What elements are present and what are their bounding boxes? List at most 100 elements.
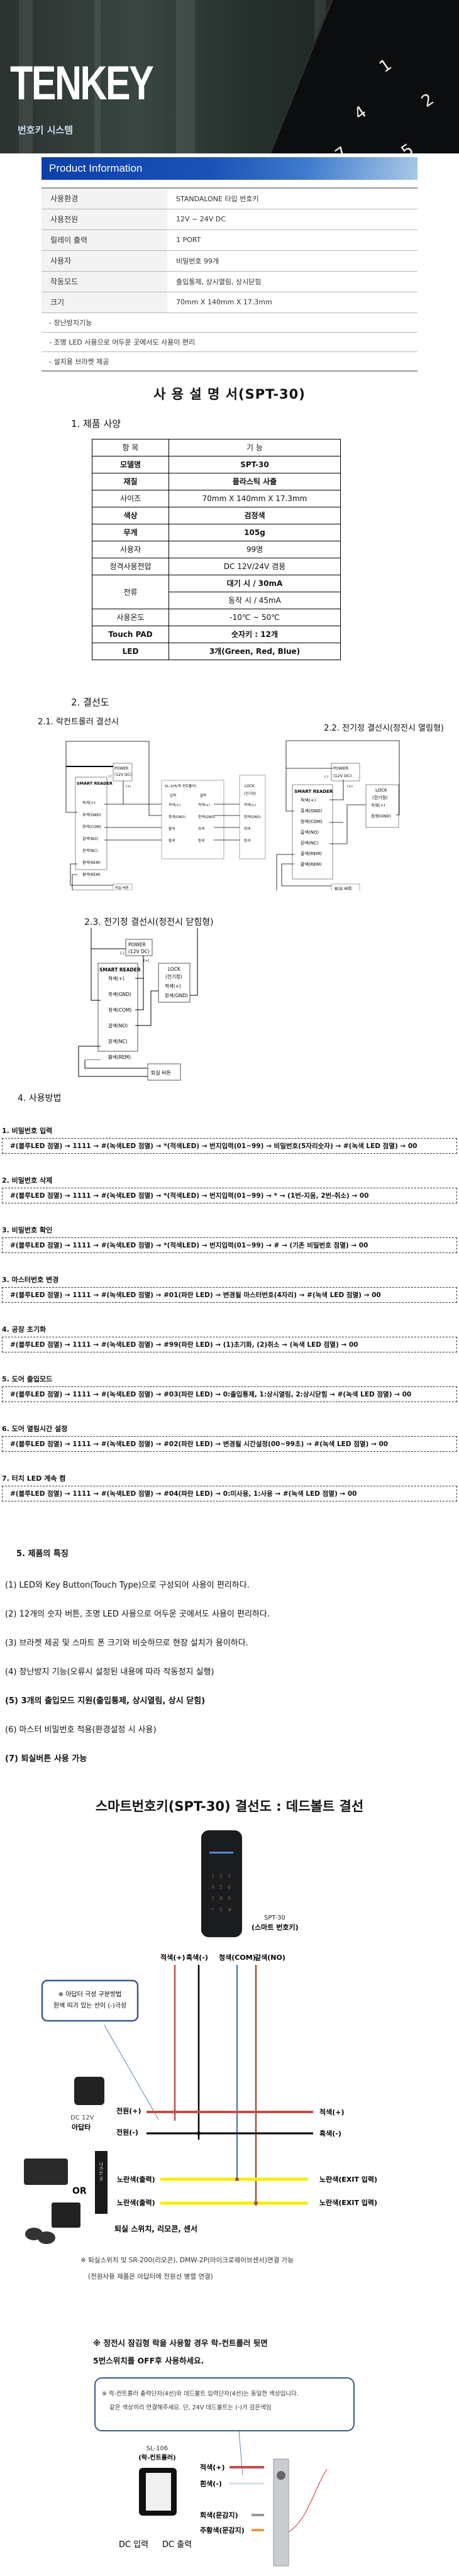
product-info-label: 작동모드 bbox=[41, 271, 167, 292]
usage-step-sequence: #(블루LED 점멸) → 1111 → #(녹색LED 점멸) → *(적색L… bbox=[2, 1137, 457, 1154]
keypad-key: 5 bbox=[219, 1884, 223, 1890]
wire-label-blue: 청색(COM) bbox=[219, 1953, 256, 1962]
svg-text:※ 퇴실스위치 및 SR-200(리모콘), DMW-2P(: ※ 퇴실스위치 및 SR-200(리모콘), DMW-2P(마이크로웨이브센서)… bbox=[80, 2256, 294, 2264]
remote-receiver-image bbox=[52, 2202, 80, 2228]
features-list: (1) LED와 Key Button(Touch Type)으로 구성되어 사… bbox=[0, 1571, 459, 1774]
keypad-key: 1 bbox=[211, 1873, 214, 1879]
svg-text:적색(+): 적색(+) bbox=[371, 802, 385, 808]
reader-pin-label: 황색(REM) bbox=[301, 851, 322, 856]
wire-label-black: 흑색(-) bbox=[186, 1953, 208, 1962]
product-features: - 장난방지기능- 조명 LED 사용으로 어두운 곳에서도 사용이 편리- 설… bbox=[41, 313, 418, 372]
wiring-diagram-3: SMART READER 적색(+)흑색(GND)청색(COM)갈색(NO)흰색… bbox=[78, 927, 198, 1060]
usage-step-sequence: #(블루LED 점멸) → 1111 → #(녹색LED 점멸) → #03(파… bbox=[2, 1386, 457, 1402]
svg-text:(+): (+) bbox=[126, 785, 131, 788]
spec-value: 105g bbox=[169, 523, 341, 541]
ctrl-in-pin: 황색 bbox=[169, 826, 175, 831]
spec-value: 숫자키 : 12개 bbox=[169, 625, 341, 643]
power-plus-label: 전원(+) bbox=[116, 2106, 141, 2115]
usage-step-title: 3. 비밀번호 확인 bbox=[2, 1225, 53, 1234]
svg-text:노란색(EXIT 입력): 노란색(EXIT 입력) bbox=[319, 2175, 377, 2184]
lock-pin: 회색 bbox=[244, 826, 250, 831]
lock-pin: 적색(+) bbox=[244, 802, 256, 807]
spec-header-row: 항 목 기 능 bbox=[92, 438, 341, 456]
svg-text:흰색(GND): 흰색(GND) bbox=[371, 813, 391, 819]
reader-pin-label: 흰색(NC) bbox=[301, 840, 319, 846]
usage-step-title: 2. 비밀번호 삭제 bbox=[2, 1176, 53, 1185]
ctrl-out-pin: 흰색(GND) bbox=[198, 814, 215, 819]
usage-step-sequence: #(블루LED 점멸) → 1111 → #(녹색LED 점멸) → *(적색L… bbox=[2, 1187, 457, 1203]
keypad-device-image bbox=[250, 0, 459, 153]
ctrl-in-pin: 흑색(GND) bbox=[169, 814, 185, 819]
svg-text:LOCK: LOCK bbox=[375, 788, 387, 793]
smart-reader-label: SMART READER bbox=[77, 781, 113, 786]
ctrl-out-pin: 등색 bbox=[198, 838, 204, 843]
svg-text:SMART READER: SMART READER bbox=[294, 789, 333, 794]
reader-pin-label: 황색(REM) bbox=[82, 872, 101, 877]
wire-junction bbox=[254, 2201, 258, 2205]
svg-text:주황색(문감지): 주황색(문감지) bbox=[200, 2526, 245, 2535]
spec-value: 대기 시 / 30mA bbox=[169, 574, 341, 592]
wire-junction bbox=[235, 2177, 239, 2181]
brand-subtitle: 번호키 시스템 bbox=[18, 124, 74, 136]
keypad-key: 9 bbox=[228, 1896, 231, 1901]
controller-note-line: 같은 색상끼리 연결해주세요. 단, 24V 데드볼트는 (-)가 검은색임 bbox=[109, 2404, 272, 2411]
product-feature: (5) 3개의 출입모드 지원(출입통제, 상시열림, 상시 닫힘) bbox=[5, 1696, 206, 1706]
keypad-key: 2 bbox=[219, 1873, 223, 1879]
usage-step-title: 3. 마스터번호 변경 bbox=[2, 1275, 59, 1284]
svg-text:LOCK: LOCK bbox=[245, 784, 255, 788]
exit-switch-image bbox=[24, 2158, 68, 2185]
svg-text:(전기정): (전기정) bbox=[165, 973, 182, 980]
reader-pin-label: 갈색(NO) bbox=[108, 1022, 128, 1029]
spec-label: 정격사용전압 bbox=[92, 557, 169, 575]
usage-step-sequence: #(블루LED 점멸) → 1111 → #(녹색LED 점멸) → *(적색L… bbox=[2, 1237, 457, 1253]
svg-text:POWER: POWER bbox=[128, 942, 146, 948]
usage-list: 1. 비밀번호 입력#(블루LED 점멸) → 1111 → #(녹색LED 점… bbox=[0, 1125, 459, 1501]
device-name: (스마트 번호키) bbox=[252, 1923, 299, 1932]
wire-label-red: 적색(+) bbox=[160, 1953, 185, 1962]
svg-text:흑색(-): 흑색(-) bbox=[319, 2129, 341, 2138]
spec-value: 99명 bbox=[169, 540, 341, 558]
spec-value: SPT-30 bbox=[169, 455, 341, 473]
spec-label: 색상 bbox=[92, 506, 169, 524]
svg-text:(-): (-) bbox=[120, 951, 124, 956]
product-info-label: 릴레이 출력 bbox=[41, 229, 167, 251]
spec-label: 무게 bbox=[92, 523, 169, 541]
wire-junction bbox=[173, 2109, 177, 2114]
lock-pin: 등색 bbox=[244, 838, 250, 843]
ctrl-in-pin: 적색(+) bbox=[169, 802, 180, 807]
svg-text:나가는 곳: 나가는 곳 bbox=[99, 2161, 104, 2181]
adapter-image bbox=[74, 2076, 104, 2105]
usage-step-sequence: #(블루LED 점멸) → 1111 → #(녹색LED 점멸) → #99(파… bbox=[2, 1336, 457, 1352]
spec-label: Touch PAD bbox=[92, 625, 169, 643]
svg-text:(-): (-) bbox=[324, 775, 328, 779]
warning-line-2: 5번스위치를 OFF후 사용하세요. bbox=[93, 2355, 204, 2365]
reader-pin-label: 황색(REM) bbox=[301, 861, 322, 867]
product-info-value: STANDALONE 타입 번호키 bbox=[167, 188, 418, 209]
svg-text:(전원사용 제품은 아답터에 전원선 병렬 연결): (전원사용 제품은 아답터에 전원선 병렬 연결) bbox=[88, 2272, 213, 2280]
section-spec: 1. 제품 사양 bbox=[71, 417, 121, 429]
spec-label: LED bbox=[92, 642, 169, 660]
svg-text:※ 아답터 극성 구분방법: ※ 아답터 극성 구분방법 bbox=[58, 1991, 122, 1998]
svg-text:적색(+): 적색(+) bbox=[200, 2463, 225, 2472]
usage-step-title: 7. 터치 LED 계속 켬 bbox=[2, 1474, 66, 1483]
spec-label: 모델명 bbox=[92, 455, 169, 473]
spec-value: 3개(Green, Red, Blue) bbox=[169, 642, 341, 660]
usage-step-sequence: #(블루LED 점멸) → 1111 → #(녹색LED 점멸) → #02(파… bbox=[2, 1435, 457, 1452]
spec-label: 사용자 bbox=[92, 540, 169, 558]
controller-note-callout: ※ 락-컨트롤러 출력단자(4선)와 데드볼트 입력단자(4선)는 동일한 색상… bbox=[94, 2377, 355, 2431]
reader-pin-label: 청색(COM) bbox=[82, 824, 101, 829]
spec-value: 검정색 bbox=[169, 506, 341, 524]
svg-text:(전기정): (전기정) bbox=[372, 795, 388, 800]
reader-pin-label: 황색(REM) bbox=[108, 1054, 131, 1060]
reader-pin-label: 적색(+) bbox=[82, 800, 96, 805]
